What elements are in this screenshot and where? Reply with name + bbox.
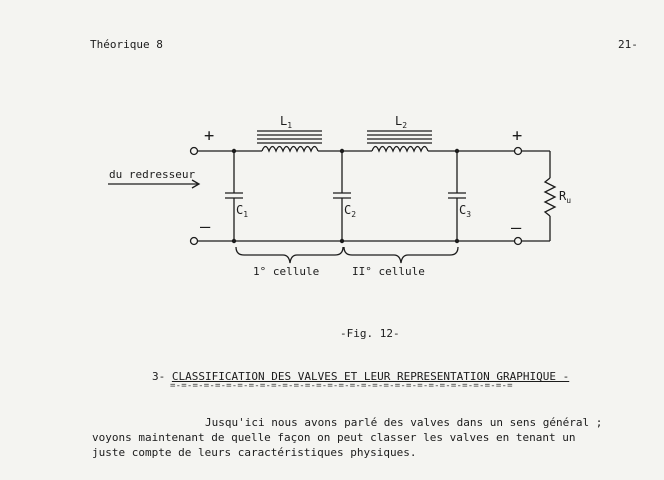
- input-plus-terminal: [189, 146, 199, 156]
- header-left: Théorique 8: [90, 38, 163, 51]
- paragraph-line-1: Jusqu'ici nous avons parlé des valves da…: [205, 416, 603, 429]
- inductor-l2-label: L2: [395, 114, 407, 130]
- section-heading: 3- CLASSIFICATION DES VALVES ET LEUR REP…: [152, 370, 569, 383]
- cell-1-label: 1° cellule: [253, 265, 319, 278]
- input-minus-label: –: [200, 217, 211, 237]
- section-number: 3-: [152, 370, 166, 383]
- output-minus-terminal: [513, 236, 523, 246]
- input-plus-label: +: [204, 126, 214, 146]
- output-plus-terminal: [513, 146, 523, 156]
- input-source-label: du redresseur: [109, 168, 195, 181]
- input-minus-terminal: [189, 236, 199, 246]
- load-resistor: [543, 177, 557, 217]
- output-plus-label: +: [512, 126, 522, 146]
- section-title: CLASSIFICATION DES VALVES ET LEUR REPRES…: [171, 370, 570, 383]
- inductor-l1-label: L1: [280, 114, 292, 130]
- cell-2-label: II° cellule: [352, 265, 425, 278]
- paragraph-line-3: juste compte de leurs caractéristiques p…: [92, 446, 417, 459]
- section-title-double-underline: =-=-=-=-=-=-=-=-=-=-=-=-=-=-=-=-=-=-=-=-…: [170, 381, 513, 391]
- cell-2-brace: [343, 246, 459, 264]
- paragraph-line-2: voyons maintenant de quelle façon on peu…: [92, 431, 576, 444]
- capacitor-c2-label: C2: [344, 203, 356, 219]
- inductor-l1-coil: [261, 145, 319, 153]
- load-resistor-label: Ru: [559, 189, 571, 205]
- capacitor-c3-label: C3: [459, 203, 471, 219]
- figure-caption: -Fig. 12-: [340, 327, 400, 340]
- page-number: 21-: [618, 38, 638, 51]
- output-minus-label: –: [511, 218, 522, 238]
- cell-1-brace: [235, 246, 344, 264]
- capacitor-c1-label: C1: [236, 203, 248, 219]
- inductor-l2-coil: [371, 145, 429, 153]
